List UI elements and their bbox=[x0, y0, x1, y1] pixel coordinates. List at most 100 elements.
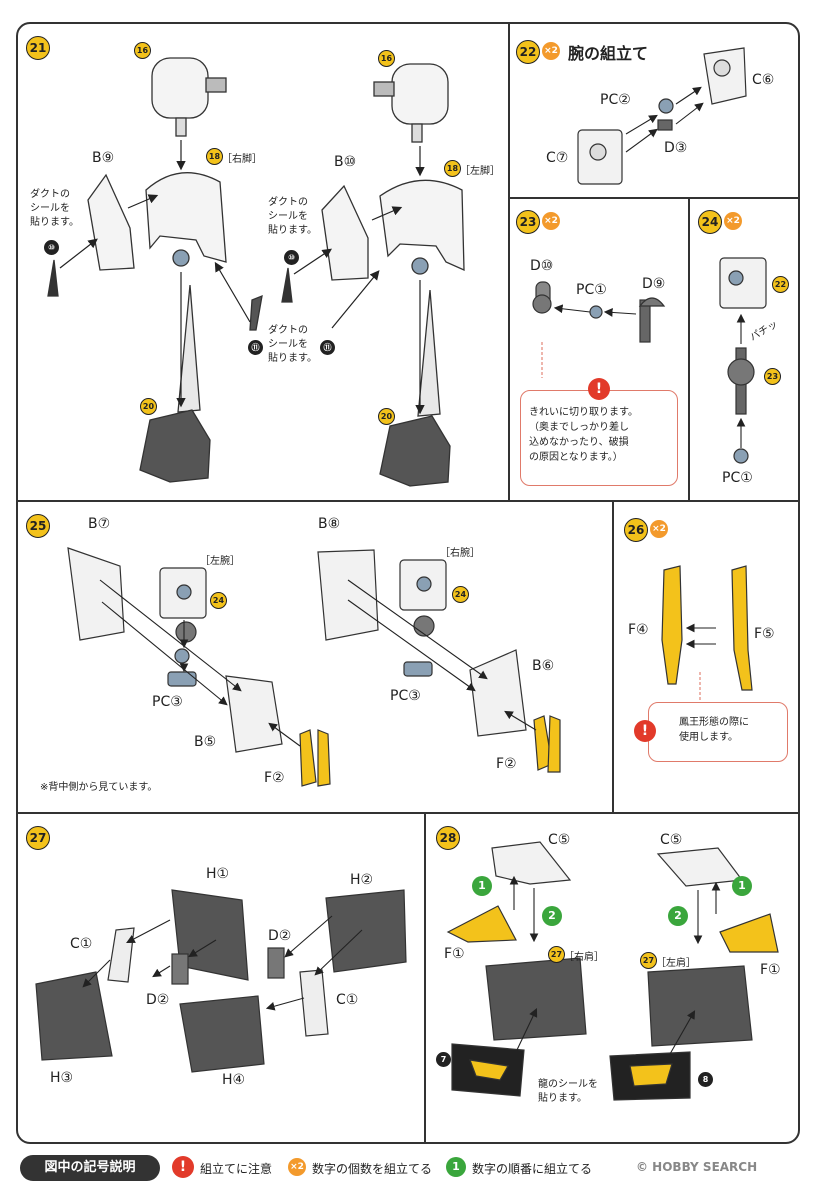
caution-text-23: きれいに切り取ります。 （奥までしっかり差し 込めなかったり、破損 の原因となり… bbox=[529, 407, 638, 463]
part-badge-20-right: 20 bbox=[378, 408, 395, 425]
divider-h-mid bbox=[18, 500, 798, 502]
step21-right-art bbox=[281, 63, 465, 487]
label-c6: C⑥ bbox=[752, 72, 775, 88]
duct-sticker-note-2: ダクトの シールを 貼ります。 bbox=[268, 197, 317, 236]
manual-frame bbox=[16, 22, 800, 1144]
label-h4: H④ bbox=[222, 1072, 246, 1088]
part-badge-27-left: 27 bbox=[548, 946, 565, 963]
label-f1-left: F① bbox=[444, 946, 465, 962]
step22-title: 腕の組立て bbox=[568, 44, 649, 63]
step25-art bbox=[67, 547, 561, 787]
label-b6: B⑥ bbox=[532, 658, 555, 674]
step-number-27: 27 bbox=[26, 826, 50, 850]
legend-count-icon: ×2 bbox=[288, 1158, 306, 1176]
part-badge-27-right: 27 bbox=[640, 952, 657, 969]
step27-art bbox=[35, 889, 407, 1073]
part-badge-24-right: 24 bbox=[452, 586, 469, 603]
count-x2-26: ×2 bbox=[650, 520, 668, 538]
tag-left-leg: ［左脚］ bbox=[460, 166, 500, 177]
order-1-left: 1 bbox=[472, 876, 492, 896]
label-d2-right: D② bbox=[268, 928, 292, 944]
caution-icon-26: ! bbox=[634, 720, 656, 742]
legend-order-icon: 1 bbox=[446, 1157, 466, 1177]
label-pc2: PC② bbox=[600, 92, 631, 108]
step22-art bbox=[577, 47, 747, 185]
step-number-25: 25 bbox=[26, 514, 50, 538]
caution-text-26: 鳳王形態の際に 使用します。 bbox=[679, 717, 749, 743]
duct-sticker-note-1: ダクトの シールを 貼ります。 bbox=[30, 189, 79, 228]
count-x2-24: ×2 bbox=[724, 212, 742, 230]
label-h3: H③ bbox=[50, 1070, 74, 1086]
step21-left-art bbox=[47, 57, 263, 483]
label-c1-left: C① bbox=[70, 936, 93, 952]
sticker-8: 8 bbox=[698, 1072, 713, 1087]
label-pc3-left: PC③ bbox=[152, 694, 183, 710]
step-number-21: 21 bbox=[26, 36, 50, 60]
label-pc3-right: PC③ bbox=[390, 688, 421, 704]
part-badge-18-left: 18 bbox=[206, 148, 223, 165]
part-badge-16-right: 16 bbox=[378, 50, 395, 67]
legend-caution-icon: ! bbox=[172, 1156, 194, 1178]
sticker-11-right: ⑪ bbox=[320, 340, 335, 355]
part-badge-20-left: 20 bbox=[140, 398, 157, 415]
label-b9: B⑨ bbox=[92, 150, 115, 166]
legend-count-text: 数字の個数を組立てる bbox=[312, 1162, 433, 1176]
tag-left-arm: ［左腕］ bbox=[200, 556, 240, 567]
label-pc1-24: PC① bbox=[722, 470, 753, 486]
legend-order-text: 数字の順番に組立てる bbox=[472, 1162, 593, 1176]
part-badge-22: 22 bbox=[772, 276, 789, 293]
legend-title: 図中の記号説明 bbox=[20, 1155, 160, 1181]
sticker-10-right: ⑩ bbox=[284, 250, 299, 265]
label-d9: D⑨ bbox=[642, 276, 666, 292]
tag-left-shoulder: ［左肩］ bbox=[656, 958, 696, 969]
label-f5: F⑤ bbox=[754, 626, 775, 642]
label-f2-right: F② bbox=[496, 756, 517, 772]
step24-art bbox=[719, 257, 767, 464]
divider-v-2728 bbox=[424, 812, 426, 1142]
label-d3: D③ bbox=[664, 140, 688, 156]
tag-right-shoulder: ［右肩］ bbox=[564, 952, 604, 963]
step-number-26: 26 bbox=[624, 518, 648, 542]
order-2-right: 2 bbox=[668, 906, 688, 926]
dragon-sticker-note: 龍のシールを 貼ります。 bbox=[538, 1079, 598, 1104]
step28-art bbox=[446, 841, 779, 1101]
step23-art bbox=[532, 281, 666, 343]
divider-v-2526 bbox=[612, 500, 614, 812]
step-number-23: 23 bbox=[516, 210, 540, 234]
divider-h-low bbox=[18, 812, 798, 814]
step-number-24: 24 bbox=[698, 210, 722, 234]
part-badge-23: 23 bbox=[764, 368, 781, 385]
sticker-11-left: ⑪ bbox=[248, 340, 263, 355]
count-x2-23: ×2 bbox=[542, 212, 560, 230]
duct-sticker-note-3: ダクトの シールを 貼ります。 bbox=[268, 325, 317, 364]
label-h2: H② bbox=[350, 872, 374, 888]
count-x2-22: ×2 bbox=[542, 42, 560, 60]
label-b7: B⑦ bbox=[88, 516, 111, 532]
label-d10: D⑩ bbox=[530, 258, 554, 274]
label-c5-left: C⑤ bbox=[548, 832, 571, 848]
tag-right-arm: ［右腕］ bbox=[440, 548, 480, 559]
step-number-28: 28 bbox=[436, 826, 460, 850]
divider-v-2324 bbox=[688, 197, 690, 500]
label-b8: B⑧ bbox=[318, 516, 341, 532]
watermark: © HOBBY SEARCH bbox=[636, 1160, 758, 1174]
order-1-right: 1 bbox=[732, 876, 752, 896]
step26-art bbox=[661, 565, 753, 691]
legend-caution-text: 組立てに注意 bbox=[200, 1162, 273, 1176]
sticker-7: 7 bbox=[436, 1052, 451, 1067]
back-view-note: ※背中側から見ています。 bbox=[40, 782, 158, 793]
label-f4: F④ bbox=[628, 622, 649, 638]
caution-icon-23: ! bbox=[588, 378, 610, 400]
caution-box-26: 鳳王形態の際に 使用します。 bbox=[648, 702, 788, 762]
label-h1: H① bbox=[206, 866, 230, 882]
label-f1-right: F① bbox=[760, 962, 781, 978]
order-2-left: 2 bbox=[542, 906, 562, 926]
label-f2-left: F② bbox=[264, 770, 285, 786]
divider-h-22 bbox=[508, 197, 798, 199]
part-badge-16-left: 16 bbox=[134, 42, 151, 59]
sticker-10-left: ⑩ bbox=[44, 240, 59, 255]
part-badge-24-left: 24 bbox=[210, 592, 227, 609]
step-number-22: 22 bbox=[516, 40, 540, 64]
part-badge-18-right: 18 bbox=[444, 160, 461, 177]
